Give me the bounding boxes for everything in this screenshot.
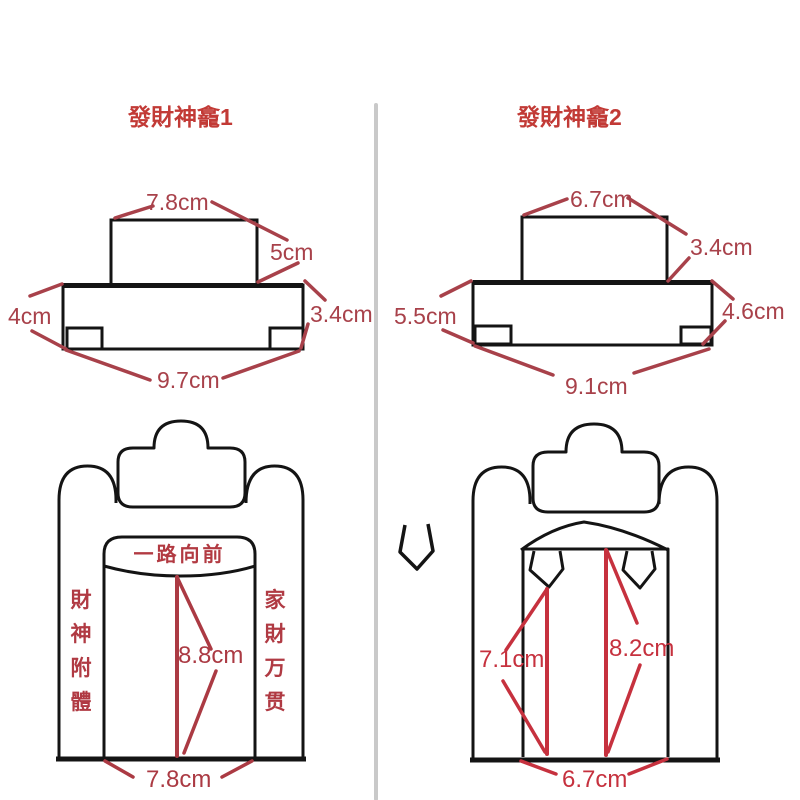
shrine1-top-view-dim-lines [28, 200, 327, 382]
shrine1-front-view-drawing [56, 419, 306, 762]
shrine1-left-couplet: 財 神 附 體 [69, 590, 93, 713]
shrine1-right-shoulder [244, 464, 305, 758]
dim-shrine2-inner-width: 6.7cm [562, 766, 628, 793]
dim-shrine1-base-right-height: 3.4cm [310, 301, 373, 327]
dim-shrine2-top-width: 6.7cm [570, 186, 633, 212]
shrine2-crown [531, 422, 661, 514]
dim-shrine1-inner-width: 7.8cm [146, 766, 212, 793]
shrine1-left-shoulder [57, 464, 118, 758]
dim-shrine1-base-left-height: 4cm [8, 303, 52, 329]
shrine1-base-box [61, 283, 305, 351]
dim-shrine1-top-width: 7.8cm [146, 189, 209, 215]
shrine2-front-view-dim-lines [501, 548, 669, 776]
dim-shrine2-base-width: 9.1cm [565, 373, 628, 399]
couplet-char: 万 [264, 657, 286, 680]
shrine1-right-couplet: 家 財 万 贯 [263, 590, 287, 713]
shrine1-title: 發財神龕1 [128, 104, 233, 130]
dim-shrine2-right-height: 8.2cm [609, 635, 675, 662]
shrine2-inner-panel [521, 547, 670, 757]
dim-shrine2-base-right-height: 4.6cm [722, 298, 785, 324]
dim-shrine1-inner-height: 8.8cm [178, 642, 244, 669]
shrine1-front-view-dim-lines [103, 575, 254, 779]
couplet-char: 財 [264, 623, 286, 646]
shrine2-right-shoulder [657, 465, 719, 760]
shrine1-banner-bottom-curve [103, 564, 256, 578]
dim-shrine2-base-left-height: 5.5cm [394, 303, 457, 329]
shrine1-inner-panel [102, 535, 257, 757]
shrine2-top-box [520, 215, 669, 284]
dim-shrine1-base-width: 9.7cm [157, 367, 220, 393]
couplet-char: 財 [70, 589, 92, 612]
dim-shrine1-top-height: 5cm [270, 239, 314, 265]
shrine2-right-pendant [621, 550, 657, 590]
dim-shrine2-left-height: 7.1cm [479, 646, 545, 673]
couplet-char: 家 [264, 589, 286, 612]
shrine1-left-foot [65, 326, 104, 351]
shrine2-top-view-dim-lines [439, 196, 735, 377]
shrine2-left-pendant [528, 550, 565, 589]
shrine2-left-shoulder [471, 465, 532, 760]
shrine2-title: 發財神龕2 [517, 104, 622, 130]
shrine1-top-box [109, 218, 259, 287]
shrine2-top-view-drawing [471, 215, 714, 347]
shrine1-crown [116, 419, 247, 509]
shrine1-top-view-drawing [61, 218, 305, 351]
couplet-char: 附 [70, 657, 92, 680]
shrine2-front-view-drawing [470, 422, 720, 763]
couplet-char: 體 [70, 691, 92, 714]
pendant-symbol [398, 523, 435, 571]
dim-shrine2-top-height: 3.4cm [690, 234, 753, 260]
shrine1-right-foot [268, 326, 305, 351]
shrine1-banner-text: 一路向前 [133, 544, 226, 566]
shrine2-left-foot [473, 324, 513, 346]
couplet-char: 神 [70, 623, 92, 646]
couplet-char: 贯 [264, 691, 286, 714]
shrine2-arch-curve [520, 520, 669, 552]
shrine2-base-box [471, 280, 714, 347]
